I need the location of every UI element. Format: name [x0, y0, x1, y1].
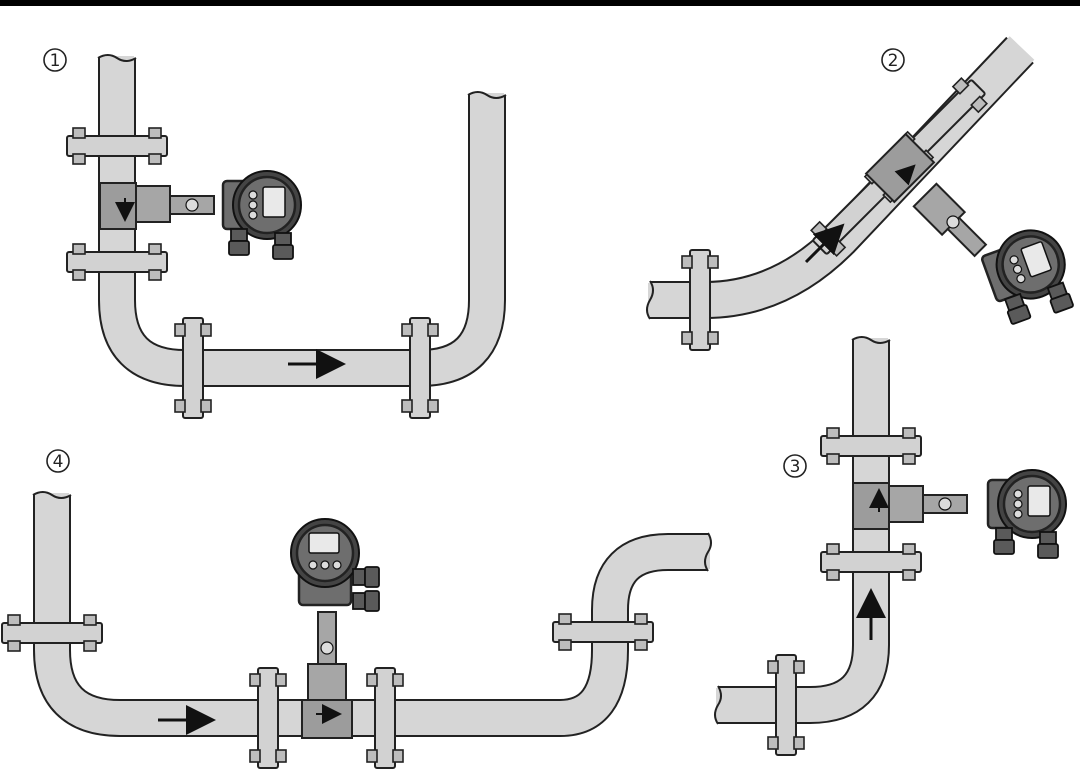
flowmeter-transmitter-icon [986, 468, 1068, 560]
flow-arrow-icon [894, 164, 916, 186]
flowmeter-transmitter-icon [976, 219, 1080, 332]
figure-label-3 [783, 454, 807, 478]
meter-neck [307, 663, 347, 701]
figure-1-vertical-downflow: 1 [43, 48, 507, 419]
meter-neck [888, 485, 924, 523]
flowmeter-transmitter-icon [289, 517, 381, 613]
meter-stem [317, 611, 337, 665]
meter-body [99, 182, 137, 230]
flow-arrow-icon [804, 223, 845, 264]
figure-3-vertical-upflow: 3 [714, 336, 1068, 756]
figure-label-2-text: 2 [888, 51, 899, 71]
figure-label-4-text: 4 [53, 452, 64, 472]
figure-label-1 [43, 48, 67, 72]
figure-2-inclined-upflow: 2 [646, 36, 1080, 351]
meter-neck [135, 185, 171, 223]
figure-label-4 [46, 449, 70, 473]
meter-body [301, 699, 353, 739]
flowmeter-transmitter-icon [221, 169, 303, 261]
figure-label-3-text: 3 [790, 457, 801, 477]
figure-label-2 [881, 48, 905, 72]
top-border [0, 0, 1080, 6]
figure-4-horizontal-flow: 4 [1, 449, 712, 769]
figure-label-1-text: 1 [50, 51, 61, 71]
meter-body [852, 482, 890, 530]
